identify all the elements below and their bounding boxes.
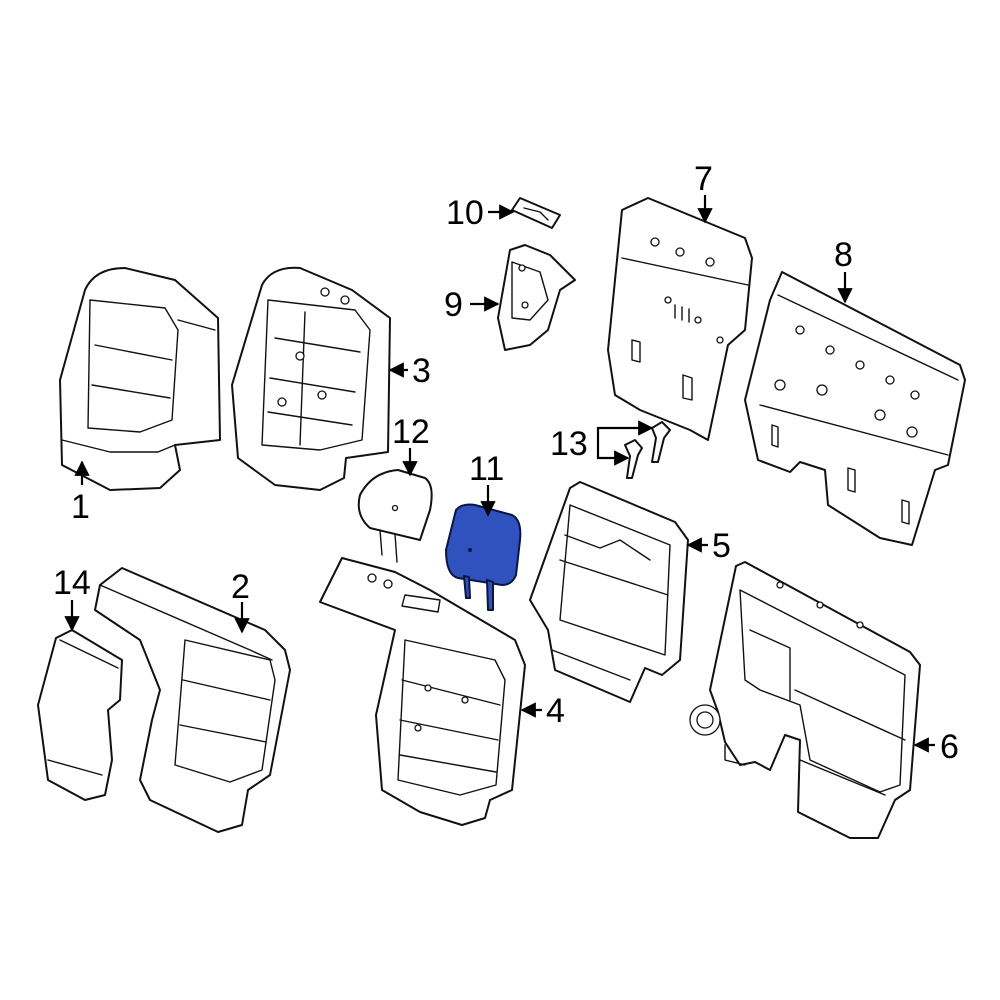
part-7-back-panel[interactable] [607,197,753,441]
callout-5: 5 [712,527,731,565]
part-5-seatback-frame[interactable] [529,481,689,703]
part-1-seatback-cover[interactable] [59,267,221,491]
callout-14: 14 [53,564,91,602]
part-8-back-panel[interactable] [744,271,966,546]
part-11-headrest[interactable] [445,503,522,611]
part-2-seatback-cover[interactable] [94,567,291,833]
part-6-cushion-frame[interactable] [689,561,921,839]
callout-8: 8 [834,236,853,274]
arrow-13-top [596,420,654,441]
callout-arrows [64,195,935,753]
part-13-latch[interactable] [624,421,671,479]
callout-3: 3 [412,352,431,390]
part-3-seatback-pad[interactable] [231,266,391,491]
part-10-clip[interactable] [511,197,561,229]
callout-11: 11 [469,450,504,488]
part-4-seatback-pad[interactable] [319,557,526,826]
callout-12: 12 [392,413,430,451]
part-12-headrest[interactable] [357,469,433,563]
callout-10: 10 [446,194,484,232]
callout-13: 13 [550,425,588,463]
part-14-bolster[interactable] [37,629,123,801]
callout-7: 7 [694,160,713,198]
callout-9: 9 [444,286,463,324]
callout-1: 1 [71,488,90,526]
callout-6: 6 [940,728,959,766]
arrow-13-bottom [596,441,630,466]
callout-4: 4 [546,692,565,730]
callout-2: 2 [231,568,250,606]
callout-labels: 1 2 3 4 5 6 7 8 9 10 11 12 13 14 [53,160,959,766]
part-9-bracket[interactable] [497,244,576,351]
